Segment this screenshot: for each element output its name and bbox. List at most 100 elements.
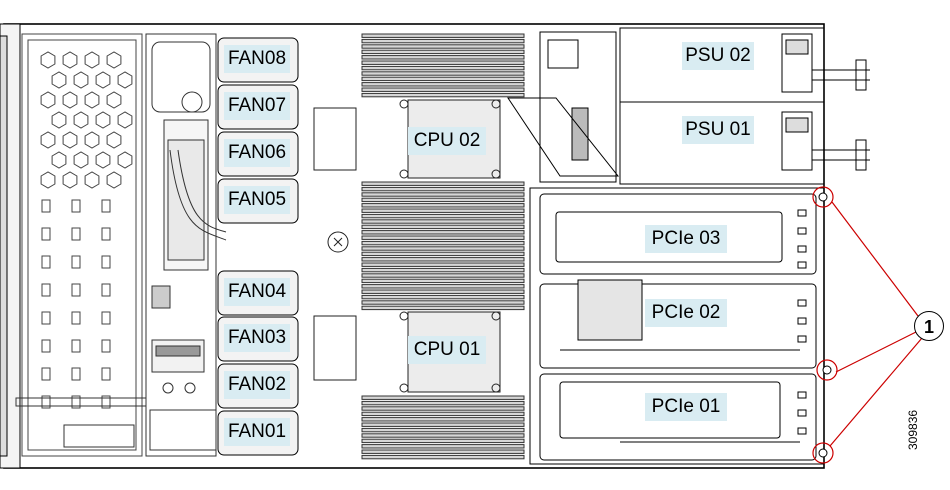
vent-slot <box>101 283 111 297</box>
vent-hex <box>73 71 89 89</box>
fan-label-fan01: FAN01 <box>224 418 290 446</box>
dimm-slot <box>361 55 525 60</box>
dimm-slot <box>361 65 525 71</box>
figure-number: 309836 <box>906 409 920 450</box>
fan-label-fan02: FAN02 <box>224 371 290 399</box>
fan-label-fan07: FAN07 <box>224 92 290 120</box>
vent-hex <box>106 131 122 149</box>
vent-slot <box>41 395 51 409</box>
vent-hex <box>84 51 100 69</box>
vent-hex <box>117 71 133 89</box>
dimm-slot <box>361 289 525 294</box>
vent-hex <box>117 151 133 169</box>
vent-slot <box>71 339 81 353</box>
fan-label-fan03: FAN03 <box>224 324 290 352</box>
vent-slot <box>41 367 51 381</box>
pcie-bracket-hole <box>797 391 807 399</box>
dimm-slot <box>361 92 525 98</box>
dimm-slot <box>361 406 525 411</box>
pcie-bracket-hole <box>797 227 807 235</box>
dimm-slot <box>361 411 525 417</box>
dimm-slot <box>361 76 525 82</box>
dimm-slot <box>361 230 525 235</box>
dimm-slot <box>361 262 525 267</box>
fan-label-fan05: FAN05 <box>224 186 290 214</box>
pcie-bracket-hole <box>797 261 807 269</box>
vent-hex <box>84 131 100 149</box>
fan-label-fan06: FAN06 <box>224 139 290 167</box>
dimm-slot <box>361 60 525 65</box>
vent-slot <box>101 199 111 213</box>
vent-slot <box>101 367 111 381</box>
vent-hex <box>95 111 111 129</box>
dimm-slot <box>361 213 525 219</box>
dimm-slot <box>361 251 525 257</box>
dimm-slot <box>361 240 525 246</box>
vent-hex <box>40 131 56 149</box>
vent-hex <box>62 171 78 189</box>
dimm-slot <box>361 257 525 262</box>
vent-slot <box>101 227 111 241</box>
psu-bay <box>507 27 870 185</box>
pcie-bracket-hole <box>797 335 807 343</box>
vent-hex <box>40 171 56 189</box>
dimm-slot <box>361 181 525 186</box>
pcie-label-pcie03: PCIe 03 <box>645 225 727 253</box>
psu-label-psu02: PSU 02 <box>682 42 754 70</box>
vent-slot <box>101 395 111 409</box>
pcie-riser-bays <box>529 187 825 465</box>
dimm-slot <box>361 87 525 92</box>
dimm-slots <box>361 33 525 460</box>
vent-hex <box>73 151 89 169</box>
vent-hex <box>51 111 67 129</box>
cpu-label-cpu01: CPU 01 <box>408 336 486 364</box>
vent-hex <box>95 151 111 169</box>
vent-hex <box>84 91 100 109</box>
dimm-slot <box>361 246 525 251</box>
dimm-slot <box>361 224 525 230</box>
dimm-slot <box>361 273 525 278</box>
dimm-slot <box>361 454 525 460</box>
vent-slot <box>71 395 81 409</box>
fan-label-fan04: FAN04 <box>224 278 290 306</box>
vent-slot <box>71 199 81 213</box>
pcie-bracket-hole <box>797 409 807 417</box>
dimm-slot <box>361 208 525 213</box>
callout-1: 1 <box>914 311 944 341</box>
dimm-slot <box>361 417 525 422</box>
midplane-area <box>15 33 227 457</box>
dimm-slot <box>361 438 525 444</box>
vent-hex <box>40 51 56 69</box>
dimm-slot <box>361 294 525 300</box>
dimm-slot <box>361 395 525 400</box>
dimm-slot <box>361 44 525 49</box>
psu-label-psu01: PSU 01 <box>682 116 754 144</box>
cpu-label-cpu02: CPU 02 <box>408 127 486 155</box>
vent-hex <box>62 131 78 149</box>
vent-hex <box>117 111 133 129</box>
vent-slot <box>71 227 81 241</box>
vent-hex <box>106 51 122 69</box>
dimm-slot <box>361 449 525 454</box>
pcie-bracket-hole <box>797 427 807 435</box>
pcie-bracket-hole <box>797 317 807 325</box>
vent-hex <box>51 151 67 169</box>
dimm-slot <box>361 235 525 240</box>
vent-slot <box>101 255 111 269</box>
vent-hex <box>106 171 122 189</box>
vent-slot <box>41 339 51 353</box>
vent-slot <box>71 367 81 381</box>
vent-slot <box>41 283 51 297</box>
dimm-slot <box>361 284 525 289</box>
dimm-slot <box>361 71 525 76</box>
dimm-slot <box>361 305 525 311</box>
vent-hex <box>51 71 67 89</box>
vent-hex <box>62 51 78 69</box>
dimm-slot <box>361 49 525 55</box>
dimm-slot <box>361 82 525 87</box>
fan-label-fan08: FAN08 <box>224 45 290 73</box>
pcie-label-pcie01: PCIe 01 <box>645 393 727 421</box>
dimm-slot <box>361 203 525 208</box>
